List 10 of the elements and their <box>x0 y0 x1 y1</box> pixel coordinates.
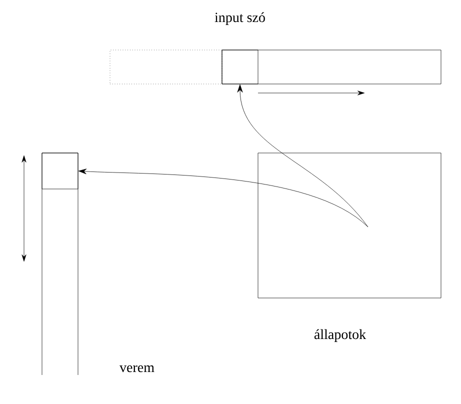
node-label: állapotok <box>314 329 366 342</box>
stack-cell <box>42 152 78 190</box>
arrow <box>78 168 368 228</box>
arrow <box>237 84 368 228</box>
stack-column: verem <box>42 152 154 376</box>
tape-cell <box>222 50 258 84</box>
node-label: input szó <box>214 12 265 25</box>
dotted-box <box>110 50 222 84</box>
state-box: állapotok <box>258 152 442 342</box>
tape-box: input szó <box>214 12 442 84</box>
